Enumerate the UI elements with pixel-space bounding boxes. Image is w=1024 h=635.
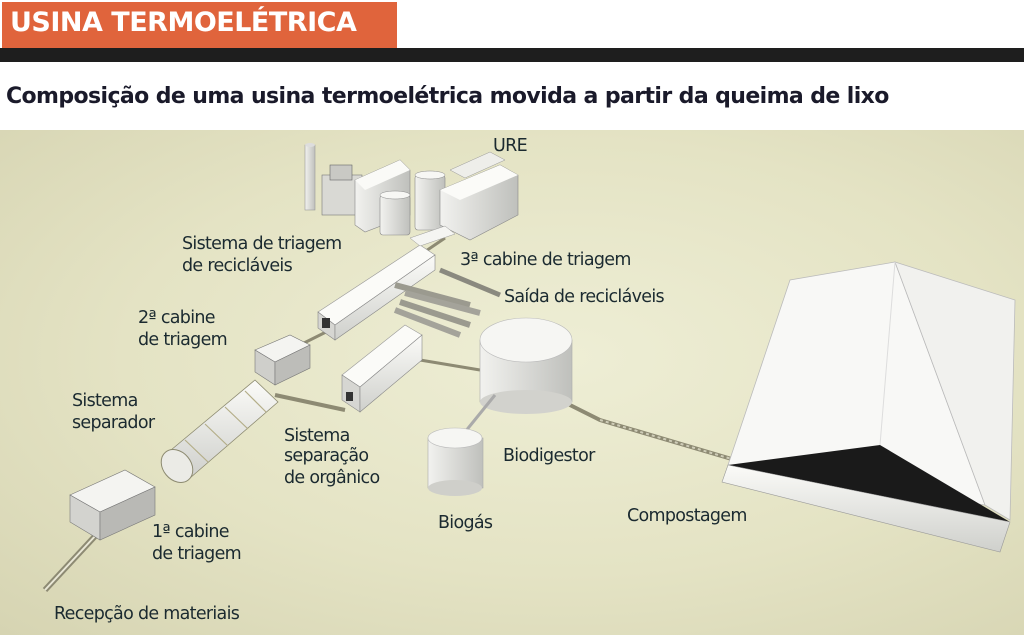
label-organic-line1: Sistema — [284, 426, 350, 446]
label-organic-line3: de orgânico — [284, 468, 380, 488]
cabin-1 — [69, 469, 156, 541]
label-ure: URE — [493, 136, 528, 156]
label-cabin-2-line1: 2ª cabine — [138, 308, 216, 328]
biodigester-tank — [463, 317, 573, 433]
label-sorting-system-line2: de recicláveis — [182, 256, 293, 276]
organic-separation-building — [341, 324, 423, 413]
ure-plant — [304, 143, 519, 241]
label-biogas: Biogás — [438, 513, 493, 533]
section-tag: USINA TERMOELÉTRICA — [2, 2, 397, 49]
recyclables-outlets — [393, 267, 501, 338]
label-separator-line2: separador — [72, 413, 155, 433]
label-cabin-1-line1: 1ª cabine — [152, 522, 230, 542]
page-subtitle: Composição de uma usina termoelétrica mo… — [6, 84, 889, 109]
section-tag-text: USINA TERMOELÉTRICA — [10, 7, 357, 38]
sorting-system-building — [317, 225, 456, 341]
label-recyclables-outlet: Saída de recicláveis — [504, 287, 665, 307]
plant-illustration — [42, 143, 1016, 593]
header-rule — [0, 48, 1024, 62]
label-reception: Recepção de materiais — [54, 604, 240, 624]
label-composting: Compostagem — [627, 506, 747, 526]
cabin-2 — [254, 334, 311, 386]
label-separator-line1: Sistema — [72, 391, 138, 411]
plant-diagram: URE Sistema de triagem de recicláveis 3ª… — [0, 130, 1024, 635]
label-organic-line2: separação — [284, 446, 369, 466]
label-cabin-3: 3ª cabine de triagem — [460, 250, 631, 270]
label-biodigester: Biodigestor — [503, 446, 595, 466]
label-sorting-system-line1: Sistema de triagem — [182, 234, 342, 254]
composting-shed — [721, 261, 1016, 553]
label-cabin-1-line2: de triagem — [152, 544, 242, 564]
separator-drum — [160, 379, 279, 483]
label-cabin-2-line2: de triagem — [138, 330, 228, 350]
biogas-tank — [427, 427, 484, 496]
